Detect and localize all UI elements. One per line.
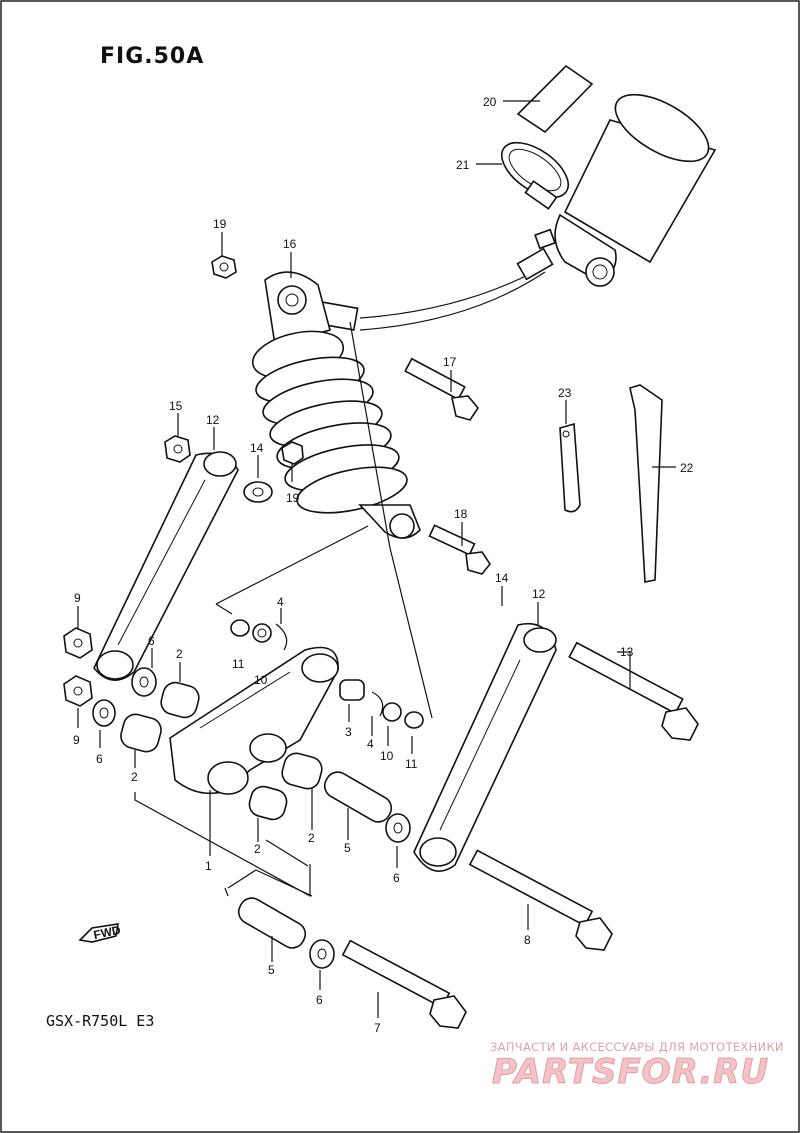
part-6-washer-c — [385, 813, 411, 843]
reservoir-hose — [317, 247, 554, 331]
part-15-nut — [164, 435, 191, 463]
callout-14-lower: 14 — [495, 571, 509, 585]
callout-1: 1 — [205, 859, 212, 873]
part-4-circlip-lower — [371, 691, 384, 717]
part-11-dust-seal-lower — [404, 711, 424, 729]
part-12-cushion-rod-right — [413, 623, 557, 872]
fwd-arrow-icon: FWD — [78, 923, 122, 943]
part-4-circlip-upper — [275, 623, 288, 651]
callout-7: 7 — [374, 1021, 381, 1035]
callout-2-b: 2 — [131, 770, 138, 784]
part-19-nut-lower — [281, 441, 304, 465]
callout-12-right: 12 — [532, 587, 546, 601]
part-12-cushion-rod-left — [93, 451, 239, 681]
callout-12-left: 12 — [206, 413, 220, 427]
part-5-spacer-b — [237, 897, 307, 949]
callout-11-upper: 11 — [232, 657, 245, 671]
callout-9-lower: 9 — [73, 733, 80, 747]
part-10-washer-upper — [252, 623, 272, 643]
callout-2-a: 2 — [176, 647, 183, 661]
part-6-washer-a — [131, 667, 157, 697]
model-code: GSX-R750L E3 — [46, 1012, 155, 1030]
callout-10-lower: 10 — [380, 749, 394, 763]
part-2-bearing-b — [120, 713, 162, 753]
part-3-bearing — [339, 679, 365, 701]
part-2-bearing-c — [281, 752, 323, 790]
callout-19-top: 19 — [213, 217, 227, 231]
watermark-caption: ЗАПЧАСТИ И АКСЕССУАРЫ ДЛЯ МОТОТЕХНИКИ — [490, 1040, 784, 1054]
part-8-bolt — [468, 849, 613, 951]
callout-6-b: 6 — [96, 752, 103, 766]
part-2-bearing-d — [248, 785, 288, 821]
callout-8: 8 — [524, 933, 531, 947]
callout-18: 18 — [454, 507, 468, 521]
callout-19-lower: 19 — [286, 491, 300, 505]
part-10-washer-lower — [382, 702, 402, 722]
part-1-cushion-lever — [169, 646, 339, 795]
callout-23: 23 — [558, 386, 572, 400]
part-16-rear-shock-absorber — [251, 271, 421, 539]
part-9-nut-upper — [63, 627, 93, 659]
shock-reservoir — [534, 93, 717, 287]
callout-2-c: 2 — [254, 842, 261, 856]
callout-6-c: 6 — [393, 871, 400, 885]
callout-6-d: 6 — [316, 993, 323, 1007]
part-21-clamp-band — [501, 141, 569, 210]
part-13-bolt — [568, 641, 699, 741]
callout-15: 15 — [169, 399, 183, 413]
part-2-bearing-a — [160, 681, 200, 719]
part-22-cable-tie — [629, 384, 663, 583]
callout-13: 13 — [620, 645, 634, 659]
callout-11-lower: 11 — [405, 757, 418, 771]
callout-20: 20 — [483, 95, 497, 109]
part-6-washer-d — [309, 939, 335, 969]
part-14-washer-upper — [243, 481, 273, 503]
callout-4-lower: 4 — [367, 737, 374, 751]
part-17-bolt — [404, 357, 479, 421]
callout-21: 21 — [456, 158, 470, 172]
callout-5-a: 5 — [344, 841, 351, 855]
fwd-label: FWD — [92, 923, 122, 942]
callout-4-upper: 4 — [277, 595, 284, 609]
callout-22: 22 — [680, 461, 694, 475]
callout-9-upper: 9 — [74, 591, 81, 605]
callout-10-upper: 10 — [254, 673, 268, 687]
leader-lines — [77, 100, 676, 1018]
part-11-dust-seal-upper — [230, 619, 250, 637]
callout-17: 17 — [443, 355, 457, 369]
part-7-bolt — [341, 939, 467, 1029]
part-9-nut-lower — [63, 675, 93, 707]
callout-5-b: 5 — [268, 963, 275, 977]
callout-3: 3 — [345, 725, 352, 739]
part-18-bolt — [428, 524, 491, 575]
part-19-nut-top — [211, 255, 237, 279]
callout-6-a: 6 — [148, 634, 155, 648]
figure-title: FIG.50A — [100, 44, 205, 69]
callout-16: 16 — [283, 237, 297, 251]
part-6-washer-b — [92, 699, 116, 727]
callout-14-upper: 14 — [250, 441, 264, 455]
callout-labels: 20 21 19 16 17 23 22 15 12 14 19 18 4 11… — [73, 95, 694, 1035]
part-20-label-sticker — [516, 64, 594, 134]
part-5-spacer-a — [323, 771, 393, 823]
callout-2-d: 2 — [308, 831, 315, 845]
part-23-clip — [559, 422, 581, 513]
watermark-logo: PARTSFOR.RU — [491, 1052, 770, 1093]
